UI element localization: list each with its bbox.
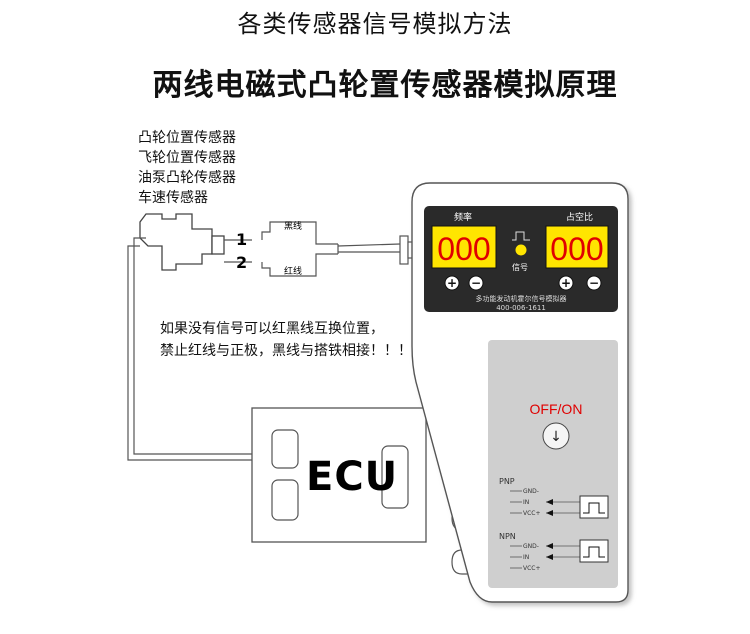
npn-label: NPN — [499, 532, 516, 541]
pulse-symbol — [512, 231, 530, 241]
device-phone: 400-006-1611 — [496, 304, 546, 312]
sensor-body — [139, 213, 225, 271]
wiring-warning: 如果没有信号可以红黑线互换位置， 禁止红线与正极，黑线与搭铁相接！！！ — [160, 318, 412, 362]
freq-minus-button[interactable] — [468, 275, 484, 291]
switch-label: OFF/ON — [530, 401, 583, 417]
test-cable — [337, 235, 415, 265]
ecu-box — [251, 407, 427, 543]
duty-value: 000 — [550, 231, 603, 267]
npn-pulse-box — [579, 539, 609, 563]
npn-vcc: VCC+ — [523, 565, 541, 572]
pnp-vcc: VCC+ — [523, 510, 541, 517]
duty-display — [545, 225, 609, 269]
power-switch[interactable] — [542, 422, 570, 450]
switch-icon: ↓ — [550, 429, 562, 445]
frequency-label: 频率 — [454, 211, 472, 223]
ecu-label: ECU — [306, 454, 398, 500]
sensor-list-item: 飞轮位置传感器 — [138, 150, 236, 166]
frequency-value: 000 — [437, 231, 490, 267]
warning-line-2: 禁止红线与正极，黑线与搭铁相接！！！ — [160, 343, 412, 359]
pin-1-label: 1 — [236, 230, 247, 249]
frequency-display — [431, 225, 497, 269]
diagram-title: 两线电磁式凸轮置传感器模拟原理 — [152, 68, 618, 103]
npn-pulse-icon — [583, 546, 605, 558]
pnp-in: IN — [523, 499, 529, 506]
pin-2-label: 2 — [236, 253, 247, 272]
pnp-gnd: GND- — [523, 488, 539, 495]
ecu-wires — [127, 237, 300, 461]
sensor-list-item: 车速传感器 — [138, 190, 208, 206]
pnp-label: PNP — [499, 477, 515, 486]
freq-plus-button[interactable] — [444, 275, 460, 291]
device-brand-line: 多功能发动机霍尔信号模拟器 — [476, 294, 567, 303]
duty-minus-label: − — [589, 276, 599, 290]
duty-label: 占空比 — [566, 211, 593, 223]
npn-arrows — [546, 543, 553, 560]
sensor-list-item: 凸轮位置传感器 — [138, 130, 236, 146]
duty-minus-button[interactable] — [586, 275, 602, 291]
warning-line-1: 如果没有信号可以红黑线互换位置， — [160, 321, 384, 337]
sensor-list-item: 油泵凸轮传感器 — [138, 170, 236, 186]
sensor-list: 凸轮位置传感器 飞轮位置传感器 油泵凸轮传感器 车速传感器 — [138, 128, 236, 208]
pnp-pulse-box — [579, 495, 609, 519]
npn-in: IN — [523, 554, 529, 561]
pnp-pulse-icon — [583, 502, 605, 514]
page-title: 各类传感器信号模拟方法 — [237, 10, 513, 38]
signal-label: 信号 — [512, 262, 528, 272]
npn-gnd: GND- — [523, 543, 539, 550]
duty-plus-label: + — [561, 276, 571, 290]
io-panel — [488, 340, 618, 588]
freq-plus-label: + — [447, 276, 457, 290]
pnp-arrows — [546, 499, 553, 516]
black-wire-label: 黑线 — [284, 220, 302, 232]
freq-minus-label: − — [471, 276, 481, 290]
duty-plus-button[interactable] — [558, 275, 574, 291]
red-wire-label: 红线 — [284, 265, 302, 277]
signal-led — [515, 244, 527, 256]
